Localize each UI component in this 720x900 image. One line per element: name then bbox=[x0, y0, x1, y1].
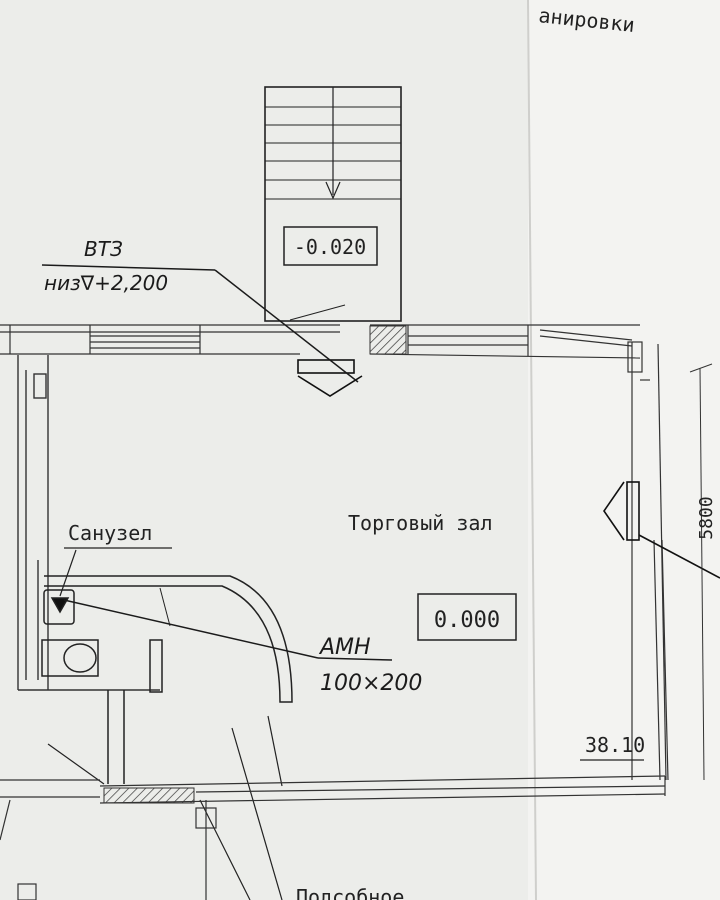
room-wc-label: Санузел bbox=[68, 521, 152, 545]
top-wall bbox=[0, 324, 641, 359]
bathroom-partition bbox=[41, 575, 293, 784]
hatch-label: АМН 100×200 bbox=[63, 599, 422, 696]
left-wall bbox=[17, 355, 160, 691]
area-value-text: 38.10 bbox=[585, 733, 645, 757]
stair-level-tag: -0.020 bbox=[283, 226, 378, 266]
bottom-wall bbox=[0, 775, 666, 900]
bottom-wall-hatched bbox=[103, 787, 195, 804]
dimension-line bbox=[689, 363, 713, 781]
floor-level-tag: 0.000 bbox=[417, 593, 517, 641]
bathroom-label: Санузел bbox=[59, 521, 172, 597]
floor-level-text: 0.000 bbox=[434, 608, 500, 633]
paper-fold-line bbox=[527, 0, 537, 900]
vent-label-bottom-text: низ∇+2,200 bbox=[44, 271, 168, 295]
stair-level-text: -0.020 bbox=[294, 235, 366, 259]
hatch-label-bottom-text: 100×200 bbox=[320, 671, 422, 696]
paper-fold-panel bbox=[528, 0, 720, 900]
right-wall bbox=[627, 341, 669, 781]
right-vent-symbol bbox=[603, 481, 720, 579]
hatch-label-top-text: АМН bbox=[318, 635, 371, 660]
room-shop-label: Торговый зал bbox=[348, 511, 493, 535]
dimension-value-text: 5800 bbox=[696, 496, 717, 539]
vent-grille-symbol bbox=[297, 359, 363, 397]
vent-label: ВТЗ низ∇+2,200 bbox=[41, 237, 359, 383]
staircase bbox=[264, 86, 402, 322]
room-utility-label: Подсобное bbox=[296, 885, 404, 900]
area-tag: 38.10 bbox=[580, 733, 645, 761]
vent-label-top-text: ВТЗ bbox=[84, 237, 123, 261]
wall-column-hatched bbox=[369, 325, 407, 355]
door-swing-lines bbox=[47, 715, 283, 900]
